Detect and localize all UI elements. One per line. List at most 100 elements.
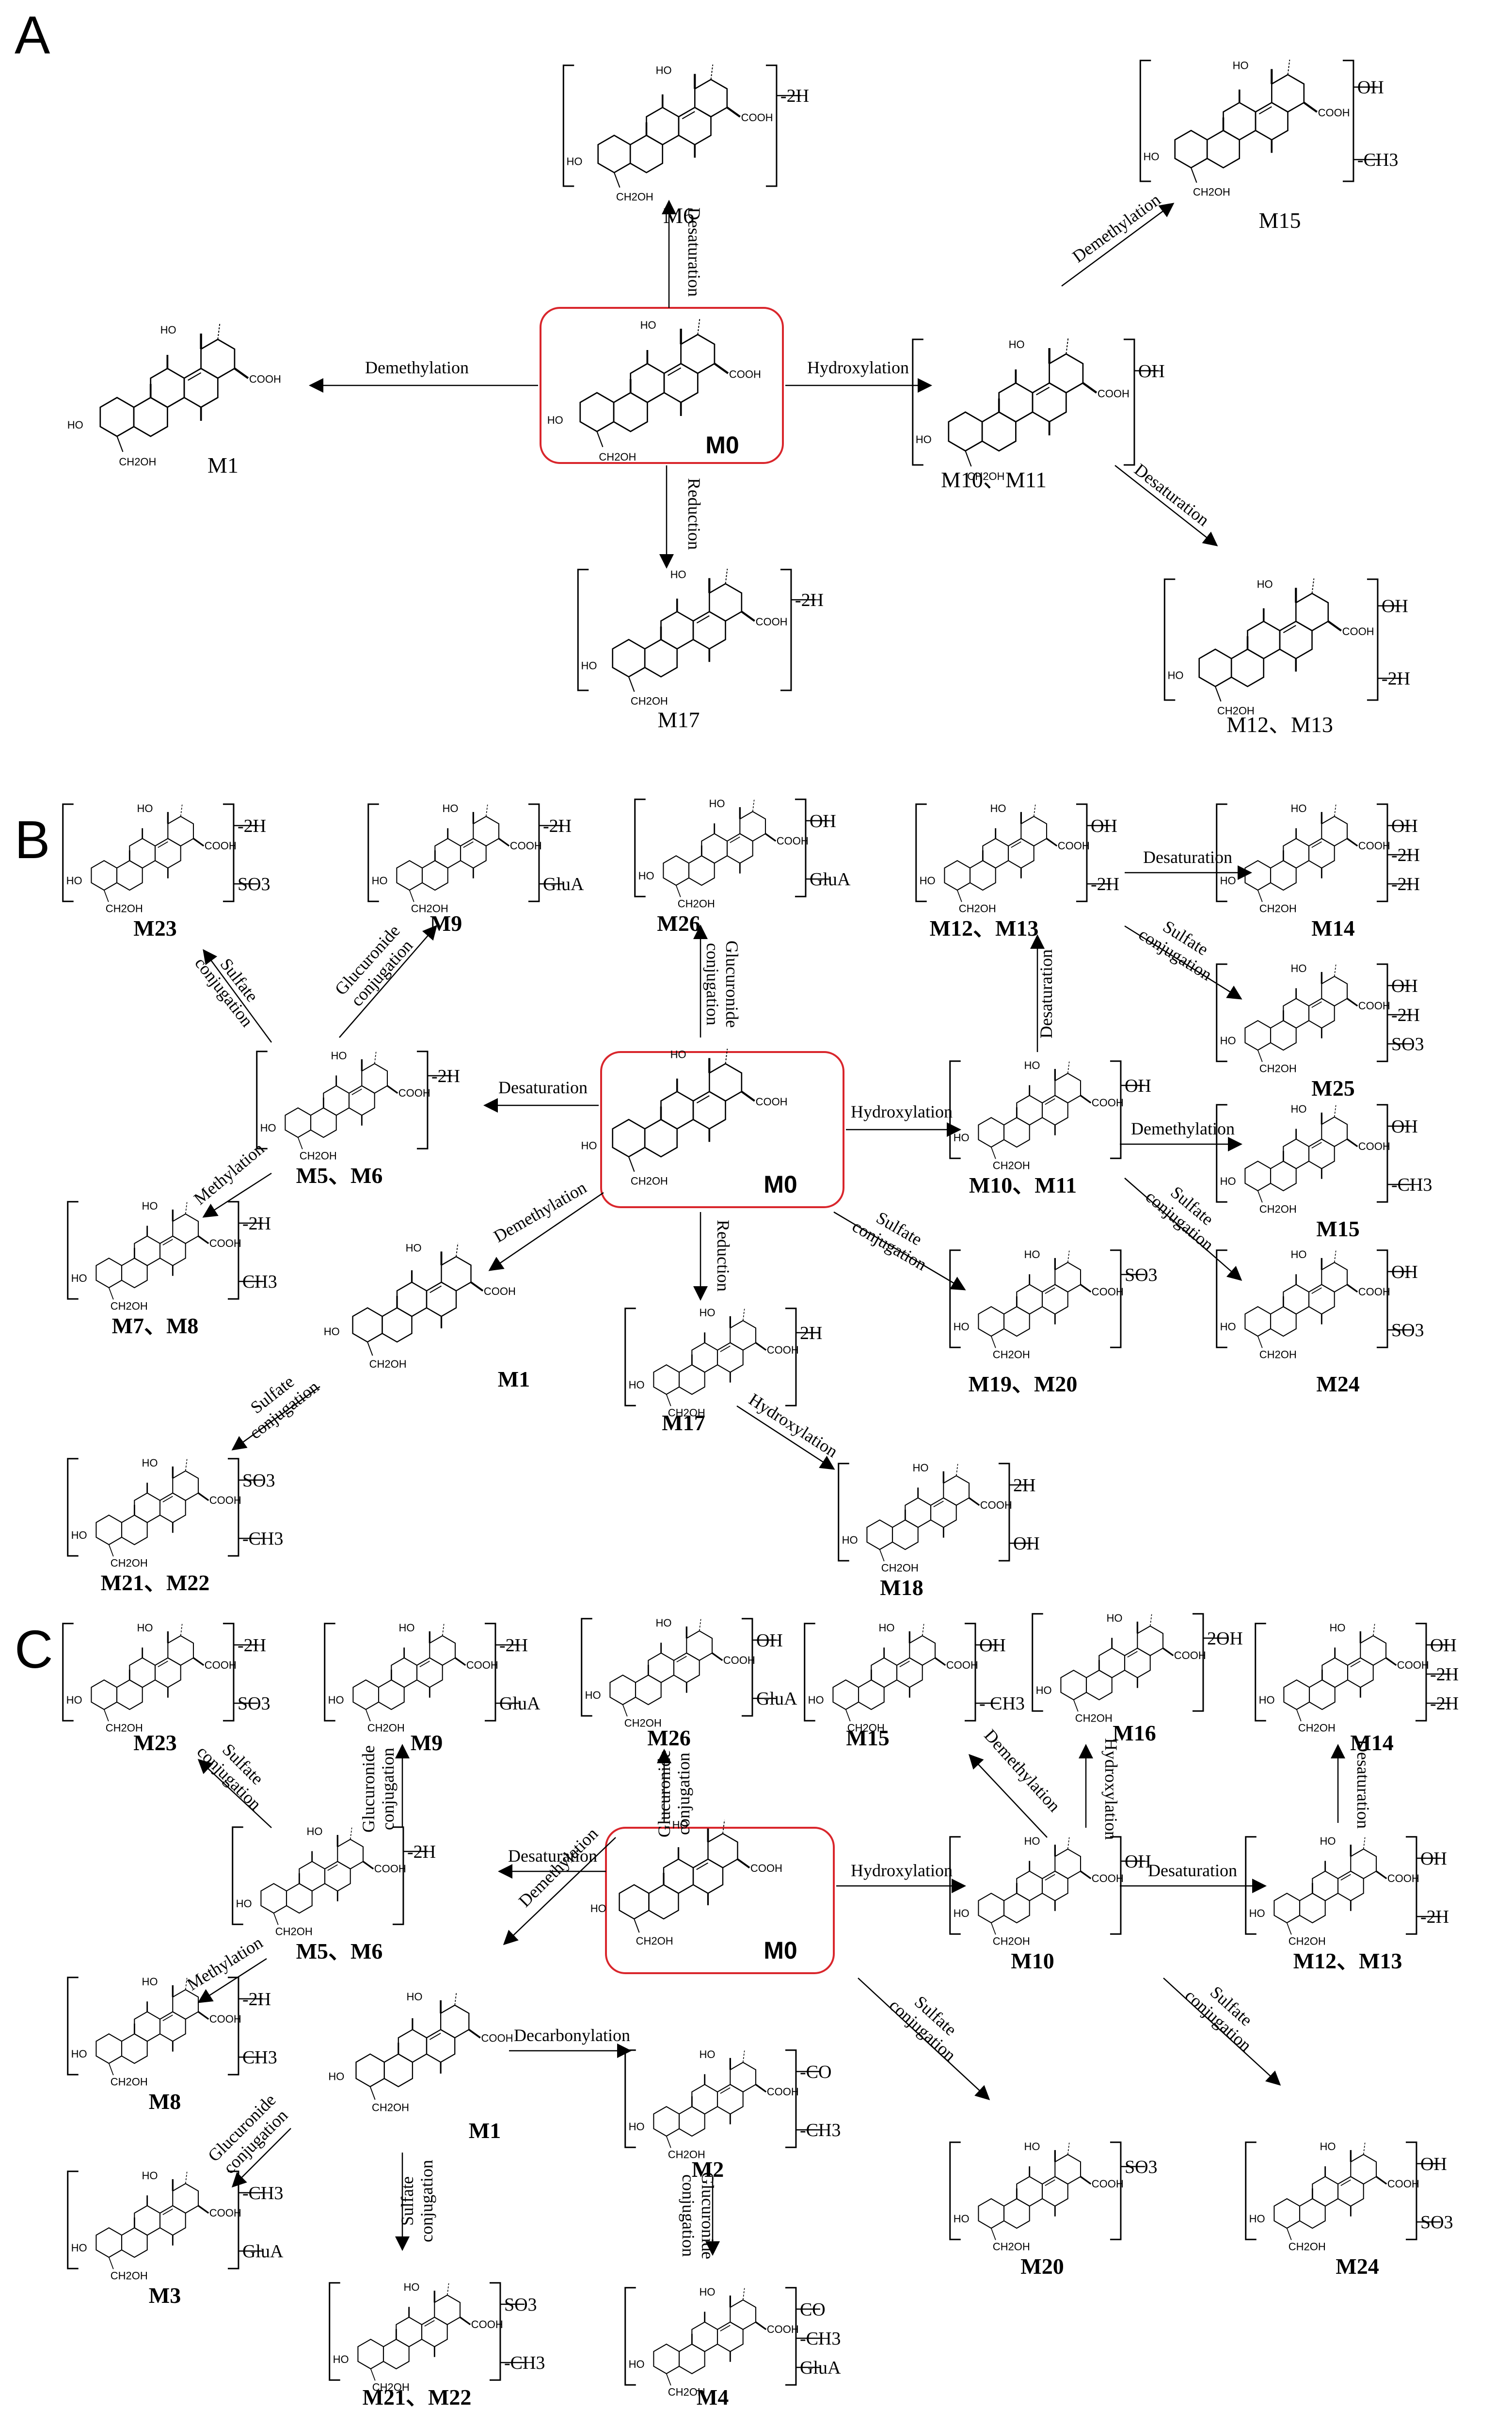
cooh-label: COOH: [471, 2318, 503, 2330]
reaction-label: Desaturation: [1148, 1861, 1237, 1880]
bracket-right: [227, 1977, 239, 2075]
ho-label: HO: [878, 1622, 894, 1634]
arrow-line: [736, 1405, 835, 1470]
molecule-label: M21、M22: [101, 1570, 210, 1595]
cooh-label: COOH: [1318, 107, 1350, 119]
ch2oh-label: CH2OH: [668, 2386, 705, 2398]
ho-label: HO: [1249, 2213, 1265, 2225]
ho-label: HO: [912, 1462, 928, 1474]
ho-label: HO: [709, 798, 725, 810]
reaction-label: Desaturation: [1143, 847, 1232, 867]
modification-label: CH3: [242, 2047, 277, 2068]
molecule-label: M16: [1113, 1721, 1156, 1745]
cooh-label: COOH: [1092, 1286, 1124, 1298]
ho-label: HO: [920, 875, 936, 887]
molecule-label: M12、M13: [1226, 712, 1333, 737]
arrow-line: [833, 1211, 966, 1291]
ho-label: HO: [1167, 670, 1183, 682]
bracket-left: [1163, 578, 1176, 701]
bracket-right: [795, 798, 807, 897]
ch2oh-label: CH2OH: [668, 2149, 705, 2161]
bracket-left: [1216, 803, 1227, 902]
molecule-label: M14: [1311, 916, 1354, 941]
modification-label: OH: [1391, 976, 1418, 996]
modification-label: OH: [756, 1630, 783, 1651]
ho-label: HO: [581, 660, 597, 672]
bracket-left: [1139, 60, 1151, 182]
modification-label: CO: [800, 2299, 826, 2320]
ch2oh-label: CH2OH: [631, 695, 668, 707]
modification-label: -2H: [543, 816, 572, 836]
molecule-label: M21、M22: [363, 2385, 472, 2410]
ho-label: HO: [1290, 962, 1306, 974]
bracket-right: [1415, 1623, 1427, 1722]
ho-label: HO: [629, 2121, 645, 2133]
cooh-label: COOH: [1358, 1286, 1390, 1298]
molecule-label: M25: [1311, 1076, 1354, 1101]
ho-label: HO: [324, 1325, 340, 1338]
cooh-label: COOH: [1358, 840, 1390, 852]
ho-label: HO: [638, 870, 654, 882]
modification-label: -CH3: [800, 2329, 841, 2349]
ho-label: HO: [407, 1991, 423, 2003]
ho-label: HO: [1024, 1248, 1040, 1261]
modification-label: OH: [1391, 1262, 1418, 1282]
ho-label: HO: [629, 2358, 645, 2370]
bracket-left: [367, 803, 379, 902]
modification-label: GluA: [242, 2241, 284, 2262]
ch2oh-label: CH2OH: [1259, 1349, 1297, 1361]
cooh-label: COOH: [729, 368, 761, 381]
modification-label: -2H: [431, 1066, 460, 1086]
ch2oh-label: CH2OH: [300, 1150, 337, 1162]
reaction-label: Sulfateconjugation: [234, 1361, 322, 1443]
reaction-arrow: Reduction: [693, 1212, 733, 1301]
ch2oh-label: CH2OH: [372, 2381, 410, 2394]
bracket-right: [1076, 803, 1088, 902]
bracket-right: [489, 2282, 501, 2381]
cooh-label: COOH: [209, 2013, 241, 2025]
ch2oh-label: CH2OH: [369, 1358, 407, 1370]
center-label: M0: [764, 1937, 797, 1964]
modification-label: SO3: [504, 2295, 537, 2315]
reaction-label: Sulfateconjugation: [849, 1199, 939, 1274]
reaction-arrow: Hydroxylation: [1079, 1738, 1121, 1840]
bracket-right: [1110, 1060, 1122, 1159]
ho-label: HO: [954, 1907, 970, 1919]
bracket-right: [1376, 1249, 1388, 1348]
ho-label: HO: [260, 1122, 276, 1134]
bracket-left: [915, 803, 927, 902]
ho-label: HO: [590, 1902, 606, 1915]
ch2oh-label: CH2OH: [1289, 2241, 1326, 2253]
bracket-left: [949, 1249, 961, 1348]
bracket-left: [838, 1463, 849, 1562]
modification-label: SO3: [242, 1470, 275, 1491]
arrow-line: [1114, 465, 1218, 546]
bracket-right: [227, 2171, 239, 2269]
panel-letter: C: [15, 1620, 53, 1679]
bracket-right: [780, 569, 792, 691]
cooh-label: COOH: [723, 1654, 755, 1666]
ho-label: HO: [66, 1694, 82, 1706]
reaction-arrow: Reduction: [659, 465, 704, 569]
bracket-left: [624, 1308, 636, 1406]
molecule-label: M2: [692, 2157, 724, 2182]
reaction-arrow: Desaturation: [483, 1078, 599, 1113]
cooh-label: COOH: [466, 1659, 498, 1671]
bracket-left: [62, 1623, 74, 1722]
cooh-label: COOH: [205, 840, 237, 852]
modification-label: OH: [810, 811, 836, 831]
reaction-arrow: Sulfateconjugation: [1124, 1178, 1242, 1281]
ho-label: HO: [142, 2170, 158, 2182]
modification-label: -2H: [1391, 845, 1420, 865]
reaction-label: Hydroxylation: [1101, 1738, 1121, 1840]
reaction-label: Sulfateconjugation: [193, 1728, 279, 1814]
modification-label: OH: [1391, 1117, 1418, 1137]
